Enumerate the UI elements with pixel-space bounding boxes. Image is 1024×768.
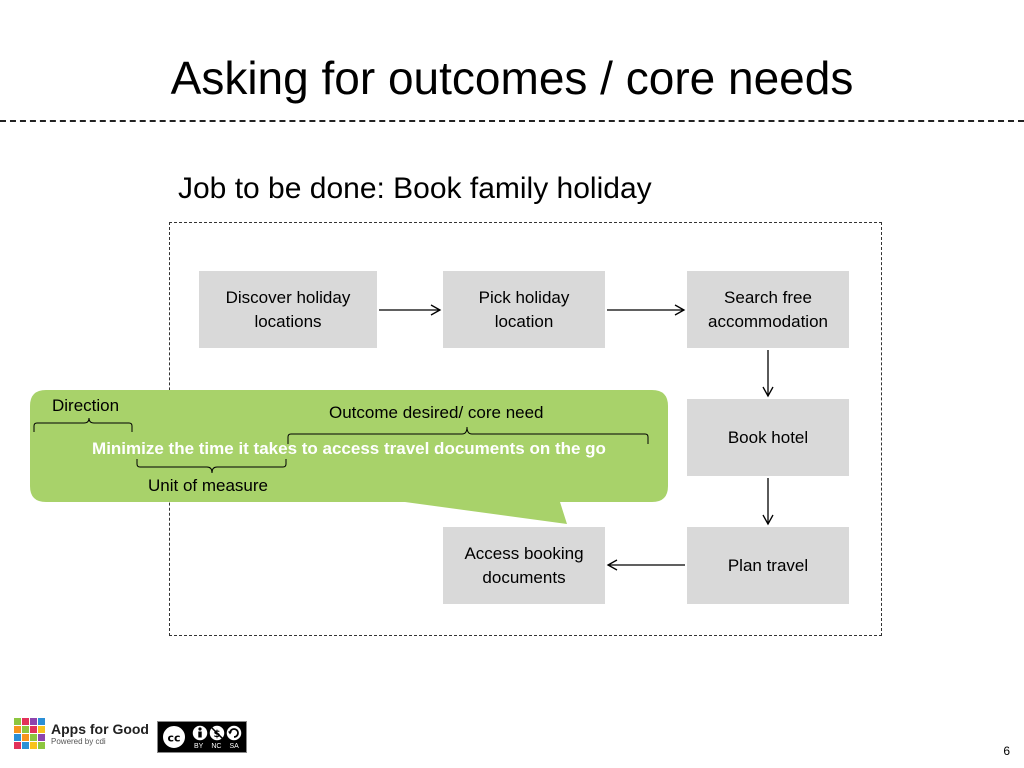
cc-icon	[161, 724, 187, 750]
share-alike-icon	[225, 724, 243, 742]
creative-commons-badge: cc $ BY NC SA	[157, 721, 247, 753]
license-by: BY	[194, 743, 204, 750]
svg-text:$: $	[214, 729, 221, 740]
direction-label: Direction	[52, 396, 120, 415]
svg-text:cc: cc	[167, 732, 180, 745]
outcome-label: Outcome desired/ core need	[329, 403, 544, 422]
apps-for-good-grid-icon	[14, 718, 45, 749]
title-divider	[0, 120, 1024, 122]
callout-bubble	[30, 390, 668, 524]
page-number: 6	[1003, 744, 1010, 758]
step-pick-holiday-location: Pick holiday location	[443, 271, 605, 348]
direction-brace	[33, 417, 133, 432]
step-access-booking-documents: Access booking documents	[443, 527, 605, 604]
job-to-be-done-heading: Job to be done: Book family holiday	[178, 172, 652, 205]
step-plan-travel: Plan travel	[687, 527, 849, 604]
slide-title: Asking for outcomes / core needs	[170, 52, 854, 104]
outcome-brace	[287, 426, 649, 444]
apps-for-good-logo: Apps for Good Powered by cdi	[14, 718, 149, 749]
powered-by-text: Powered by cdi	[51, 736, 106, 746]
brand-name: Apps for Good	[51, 720, 149, 737]
step-search-free-accommodation: Search free accommodation	[687, 271, 849, 348]
step-discover-holiday-locations: Discover holiday locations	[199, 271, 377, 348]
license-nc: NC	[211, 743, 222, 750]
unit-of-measure-brace	[136, 459, 287, 474]
step-book-hotel: Book hotel	[687, 399, 849, 476]
license-sa: SA	[229, 743, 239, 750]
unit-of-measure-label: Unit of measure	[148, 476, 268, 495]
outcome-statement: Minimize the time it takes to access tra…	[92, 439, 606, 458]
